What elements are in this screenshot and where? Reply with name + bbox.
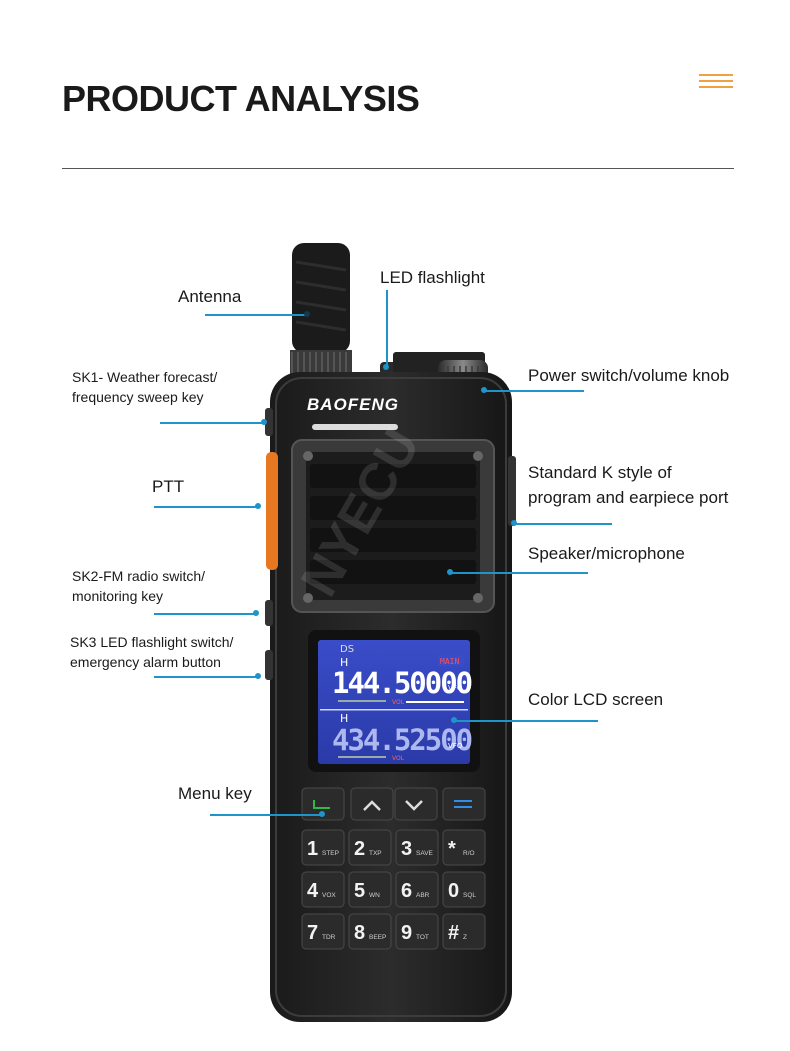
sk3-label: SK3 LED flashlight switch/emergency alar… (70, 634, 234, 671)
svg-text:VFO: VFO (448, 684, 463, 692)
power-knob-label: Power switch/volume knob (528, 366, 730, 385)
keypad-key-sub: TDR (322, 934, 336, 941)
antenna-leader (205, 314, 307, 316)
svg-text:VOL: VOL (392, 699, 405, 706)
keypad-key-sub: TOT (416, 934, 429, 941)
keypad-key-main: 7 (307, 922, 318, 944)
menu-key-label: Menu key (178, 784, 252, 803)
title-divider (62, 168, 734, 169)
speaker-leader (450, 572, 588, 574)
speaker-dot (447, 569, 453, 575)
antenna (290, 243, 352, 380)
brand-logo: BAOFENG (307, 395, 399, 414)
sk1-dot (261, 419, 267, 425)
sk1-label: SK1- Weather forecast/frequency sweep ke… (72, 369, 218, 406)
led-flashlight-leader (386, 290, 388, 368)
keypad-key-main: # (448, 922, 459, 944)
ptt-button (266, 452, 278, 570)
keypad-key-main: * (448, 838, 456, 860)
power-knob-leader (484, 390, 584, 392)
svg-text:H: H (340, 656, 348, 669)
lcd-dot (451, 717, 457, 723)
keypad-key-sub: BEEP (369, 934, 386, 941)
svg-text:VOL: VOL (392, 755, 405, 762)
keypad-key-*[interactable]: * R/O (442, 829, 486, 866)
lcd-label: Color LCD screen (528, 690, 664, 709)
ptt-dot (255, 503, 261, 509)
keypad-key-sub: Z (463, 934, 467, 941)
keypad-key-main: 4 (307, 880, 319, 902)
page-title: PRODUCT ANALYSIS (62, 78, 420, 119)
menu-key-dot (319, 811, 325, 817)
keypad-key-sub: R/O (463, 850, 475, 857)
sk2-leader (154, 613, 256, 615)
keypad-key-main: 6 (401, 880, 412, 902)
function-keys (301, 787, 486, 821)
keypad-key-main: 9 (401, 922, 412, 944)
keypad-key-main: 0 (448, 880, 459, 902)
svg-text:VFO: VFO (448, 742, 463, 750)
led-flashlight-label: LED flashlight (380, 268, 485, 287)
speaker-grille (291, 439, 495, 613)
lcd-leader (454, 720, 598, 722)
svg-text:434.52500: 434.52500 (332, 723, 472, 757)
lcd-screen: DS MAIN H 144.50000 VFO VOL H 434.52500 … (308, 630, 480, 772)
keypad-key-sub: WN (369, 892, 380, 899)
antenna-dot (304, 311, 310, 317)
keypad-key-main: 3 (401, 838, 412, 860)
sk2-dot (253, 610, 259, 616)
k-port-leader (514, 523, 612, 525)
sk1-leader (160, 422, 264, 424)
keypad-key-sub: VOX (322, 892, 336, 899)
sk3-leader (154, 676, 258, 678)
keypad-key-sub: ABR (416, 892, 430, 899)
keypad-key-main: 2 (354, 838, 365, 860)
keypad-key-main: 5 (354, 880, 365, 902)
svg-text:144.50000: 144.50000 (332, 666, 472, 700)
ptt-label: PTT (152, 477, 185, 496)
svg-text:MAIN: MAIN (440, 657, 459, 666)
keypad-key-main: 1 (307, 838, 318, 860)
sk2-label: SK2-FM radio switch/monitoring key (72, 568, 206, 605)
sk3-dot (255, 673, 261, 679)
speaker-label: Speaker/microphone (528, 544, 685, 563)
antenna-label: Antenna (178, 287, 242, 306)
svg-text:H: H (340, 712, 348, 725)
power-knob-dot (481, 387, 487, 393)
keypad-key-sub: SQL (463, 892, 476, 899)
hamburger-menu-icon[interactable] (699, 72, 733, 90)
ptt-leader (154, 506, 258, 508)
keypad-key-sub: TXP (369, 850, 382, 857)
led-flashlight-dot (383, 364, 389, 370)
svg-text:DS: DS (340, 644, 354, 655)
keypad-key-#[interactable]: #Z (442, 913, 486, 950)
keypad-key-main: 8 (354, 922, 365, 944)
k-port-dot (511, 520, 517, 526)
keypad-key-sub: SAVE (416, 850, 434, 857)
keypad-key-sub: STEP (322, 850, 339, 857)
menu-key-leader (210, 814, 322, 816)
